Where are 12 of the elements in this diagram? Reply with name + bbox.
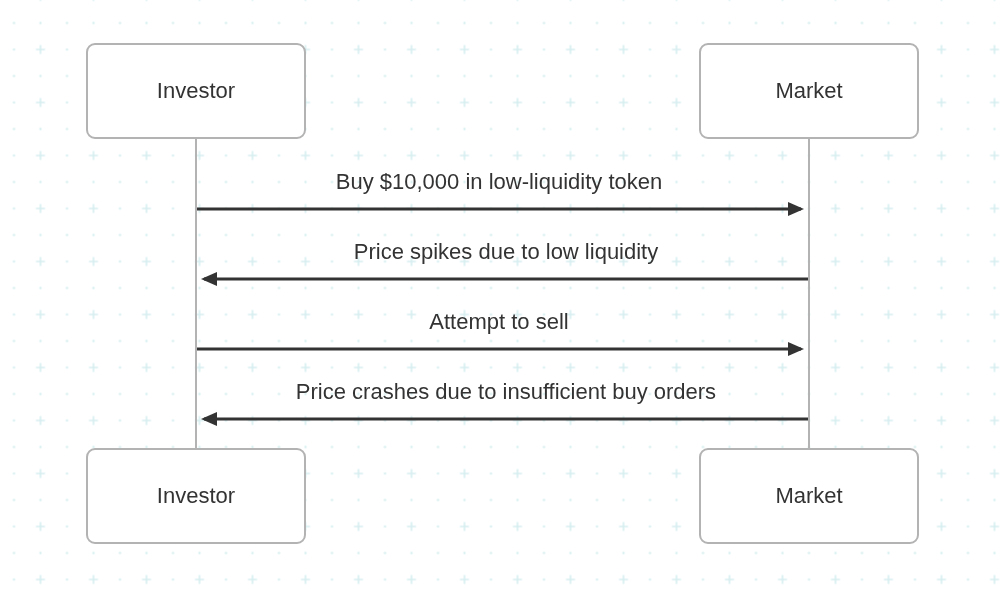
- participant-name: Market: [775, 483, 843, 509]
- edge-label: Buy $10,000 in low-liquidity token: [335, 169, 663, 195]
- message-arrow: [197, 342, 804, 356]
- message-arrow: [201, 412, 808, 426]
- edge-label: Attempt to sell: [429, 309, 569, 335]
- message-arrow: [201, 272, 808, 286]
- edge-label: Price spikes due to low liquidity: [353, 239, 659, 265]
- edge-label: Price crashes due to insufficient buy orders: [295, 379, 717, 405]
- participant-name: Investor: [156, 78, 236, 104]
- participant-name: Market: [775, 78, 843, 104]
- message-arrow: [197, 202, 804, 216]
- participant-name: Investor: [156, 483, 236, 509]
